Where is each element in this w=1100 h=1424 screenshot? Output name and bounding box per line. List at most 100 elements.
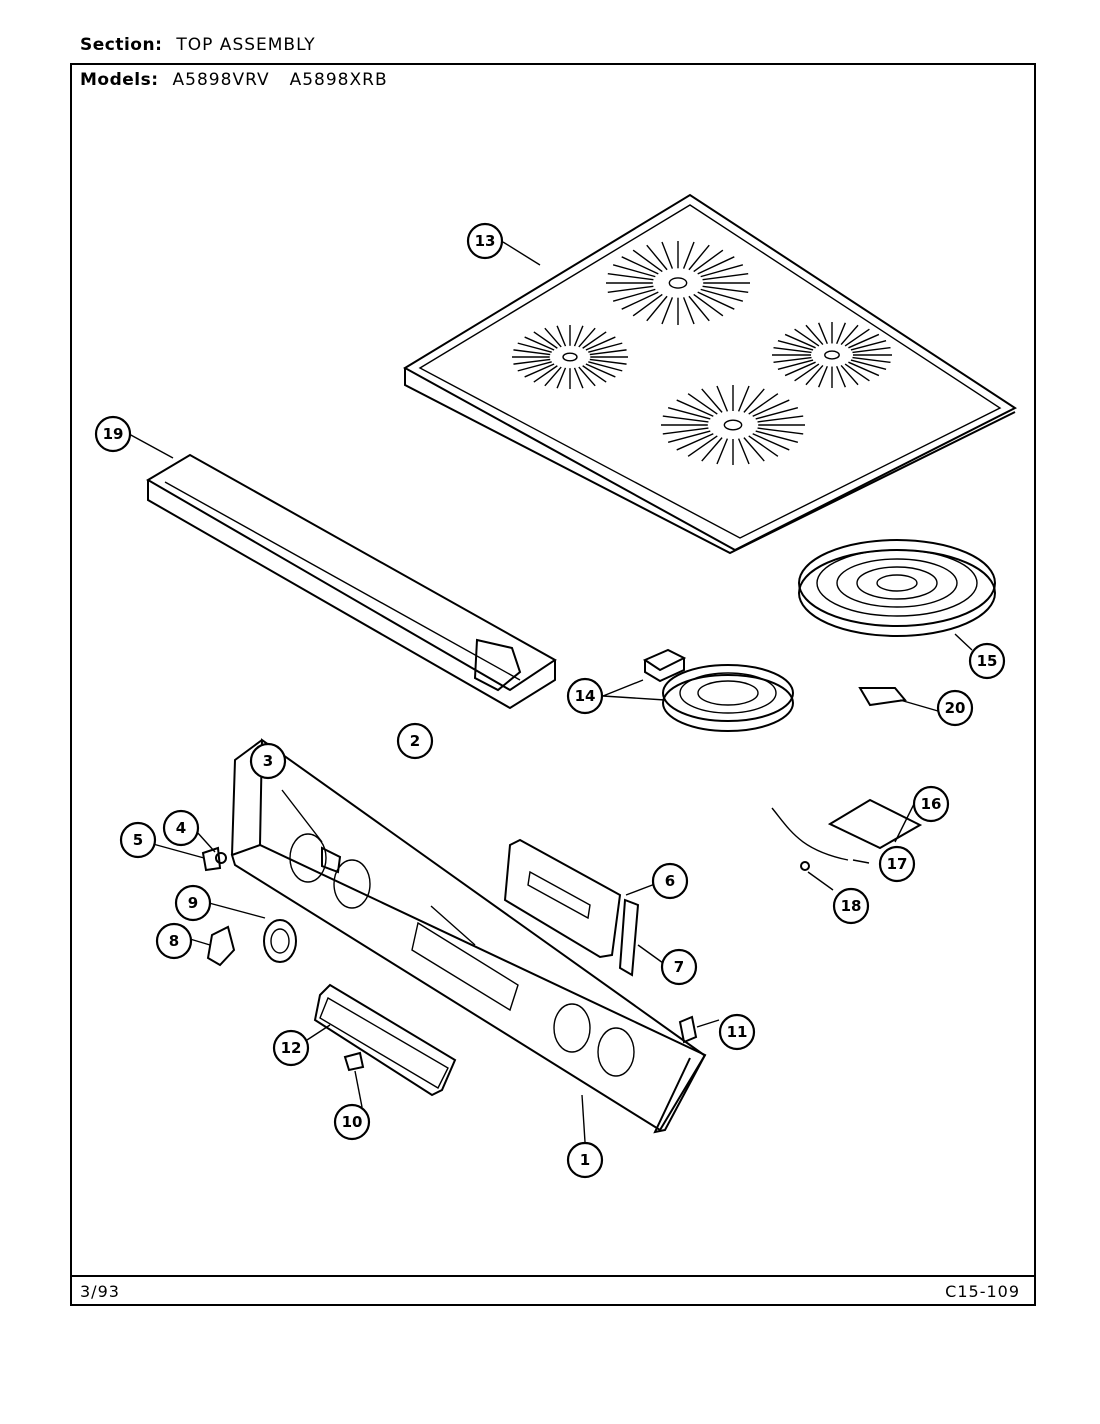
svg-text:20: 20 (945, 699, 966, 717)
burner-mark (836, 322, 846, 345)
callout-16: 16 (912, 785, 950, 823)
burner-mark (573, 325, 584, 347)
svg-text:13: 13 (475, 232, 496, 250)
burner-mark (589, 358, 627, 365)
svg-text:6: 6 (665, 872, 675, 890)
control-panel (230, 738, 707, 1134)
burner-mark (513, 349, 551, 356)
section-label: Section: (80, 35, 163, 55)
burner-mark (585, 336, 616, 351)
small-element (642, 648, 794, 732)
svg-text:8: 8 (169, 932, 179, 950)
burner-mark (850, 359, 887, 370)
large-element (798, 539, 996, 637)
callout-14: 14 (566, 677, 604, 715)
burner-mark (524, 336, 555, 351)
burner-mark (773, 346, 812, 354)
clock-module (503, 838, 622, 959)
burner-mark (544, 327, 562, 348)
callout-1: 1 (566, 1141, 604, 1179)
burner-mark (852, 346, 891, 354)
burner-mark (844, 328, 870, 347)
leader-lines (128, 241, 973, 1143)
burner-mark (852, 356, 891, 364)
small-parts (201, 638, 923, 1072)
burner-mark (544, 366, 562, 387)
burner-mark (588, 361, 623, 372)
burner-mark (589, 349, 627, 356)
burner-mark (818, 365, 828, 388)
burner-mark (850, 340, 887, 351)
burner-mark (757, 427, 804, 435)
burner-mark (840, 364, 859, 386)
burner-mark (716, 438, 729, 465)
svg-text:11: 11 (727, 1023, 748, 1041)
svg-text:1: 1 (580, 1151, 590, 1169)
burner-mark (784, 333, 816, 349)
burner-mark (836, 365, 846, 388)
burner-mark (755, 430, 799, 444)
burner-mark (662, 427, 709, 435)
burner-mark (676, 399, 714, 417)
burner-mark (693, 249, 724, 273)
burner-mark (517, 361, 552, 372)
svg-text:7: 7 (674, 958, 684, 976)
section-value: TOP ASSEMBLY (176, 35, 316, 55)
svg-text:5: 5 (133, 831, 143, 849)
callout-15: 15 (968, 642, 1006, 680)
svg-text:4: 4 (176, 819, 186, 837)
burner-mark (533, 365, 558, 383)
burner-mark (748, 393, 779, 415)
callout-3: 3 (249, 742, 287, 780)
burner-mark (693, 293, 724, 317)
burner-mark (697, 291, 735, 310)
burner-mark (667, 430, 711, 444)
svg-text:17: 17 (887, 855, 908, 873)
burner-mark (621, 256, 659, 275)
date-code: 3/93 (80, 1282, 120, 1301)
footer-divider (70, 1275, 1036, 1277)
burner-mark (667, 406, 711, 420)
callout-19: 19 (94, 415, 132, 453)
svg-text:2: 2 (410, 732, 420, 750)
burner-mark (700, 264, 744, 278)
svg-text:14: 14 (575, 687, 596, 705)
burner-mark (632, 249, 663, 273)
svg-text:3: 3 (263, 752, 273, 770)
burner-mark (661, 297, 674, 325)
burner-mark (524, 363, 555, 378)
burner-mark (533, 331, 558, 349)
page-code: C15-109 (945, 1282, 1020, 1301)
burner-mark (687, 435, 718, 457)
models-label: Models: (80, 70, 159, 90)
burner-mark (687, 393, 718, 415)
burner-mark (661, 241, 674, 269)
burner-mark (805, 324, 824, 346)
burner-mark (748, 435, 779, 457)
callout-5: 5 (119, 821, 157, 859)
burner-mark (848, 361, 880, 377)
touch-pad (313, 983, 457, 1097)
section-header: Section: TOP ASSEMBLY (80, 35, 316, 55)
burner-mark (737, 438, 750, 465)
burner-mark (701, 437, 723, 462)
burner-mark (682, 297, 695, 325)
burner-mark (585, 363, 616, 378)
callout-17: 17 (878, 845, 916, 883)
burner-mark (716, 385, 729, 412)
burner-center (723, 419, 743, 431)
burner-mark (607, 272, 654, 281)
callout-10: 10 (333, 1103, 371, 1141)
diagram-frame (70, 63, 1036, 1306)
burner-mark (688, 295, 710, 322)
callout-4: 4 (162, 809, 200, 847)
svg-text:15: 15 (977, 652, 998, 670)
callout-2: 2 (396, 722, 434, 760)
burner-mark (556, 367, 567, 389)
callout-13: 13 (466, 222, 504, 260)
burner-mark (818, 322, 828, 345)
callout-12: 12 (272, 1029, 310, 1067)
svg-text:19: 19 (103, 425, 124, 443)
